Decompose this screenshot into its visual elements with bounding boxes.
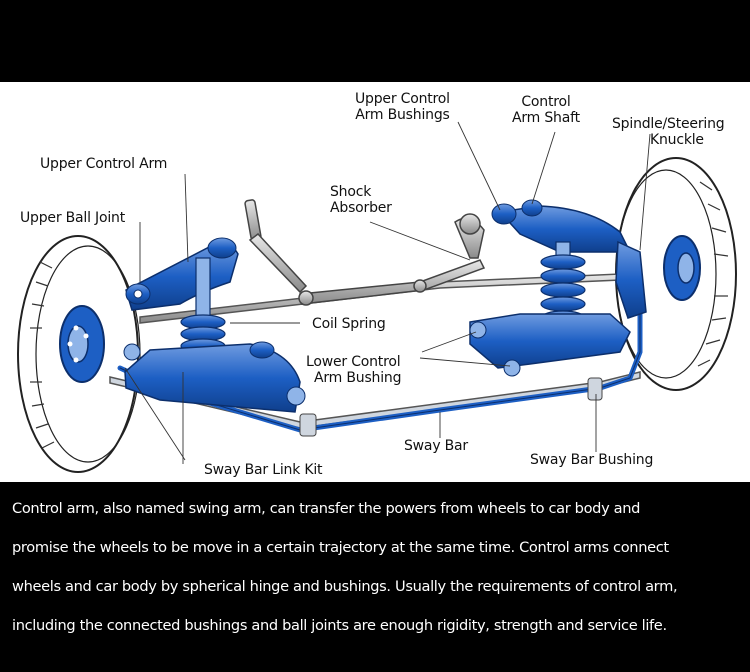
steering-linkage [244, 199, 486, 306]
label-upper-control-arm-bushings: Upper Control Arm Bushings [355, 91, 450, 123]
label-upper-control-arm-bushings-line1: Upper Control [355, 91, 450, 107]
lower-control-arm-left [123, 341, 306, 413]
coil-spring-right [540, 241, 586, 333]
label-sway-bar-link-kit: Sway Bar Link Kit [204, 462, 323, 478]
label-shock-absorber-line2: Absorber [330, 200, 392, 216]
caption-line-4: including the connected bushings and bal… [12, 617, 667, 634]
label-control-arm-shaft: Control Arm Shaft [512, 94, 580, 126]
caption-panel: Control arm, also named swing arm, can t… [0, 482, 750, 672]
label-shock-absorber-line1: Shock [330, 184, 372, 200]
label-lower-control-arm-bushing-line2: Arm Bushing [314, 370, 402, 386]
label-control-arm-shaft-line2: Arm Shaft [512, 110, 580, 126]
label-shock-absorber: Shock Absorber [330, 184, 392, 216]
label-spindle-steering-knuckle-line2: Knuckle [650, 132, 704, 148]
sway-bar-bushing-shape [587, 377, 603, 401]
label-lower-control-arm-bushing-line1: Lower Control [306, 354, 401, 370]
label-upper-control-arm: Upper Control Arm [40, 156, 168, 172]
caption-line-3: wheels and car body by spherical hinge a… [12, 578, 678, 595]
lower-control-arm-right [469, 313, 631, 377]
upper-control-arm-left [125, 237, 239, 311]
suspension-diagram: Upper Control Arm Bushings Control Arm S… [0, 82, 750, 482]
label-sway-bar: Sway Bar [404, 438, 468, 454]
label-control-arm-shaft-line1: Control [521, 94, 571, 110]
label-upper-ball-joint: Upper Ball Joint [20, 210, 125, 226]
suspension-illustration [17, 121, 737, 473]
label-sway-bar-bushing: Sway Bar Bushing [530, 452, 654, 468]
label-coil-spring: Coil Spring [312, 316, 386, 332]
sway-bar-mount [299, 413, 317, 437]
top-black-band [0, 0, 750, 82]
caption-line-2: promise the wheels to be move in a certa… [12, 539, 669, 556]
steering-knuckle-shape [615, 240, 647, 319]
caption-line-1: Control arm, also named swing arm, can t… [12, 500, 641, 517]
label-upper-control-arm-bushings-line2: Arm Bushings [355, 107, 450, 123]
label-lower-control-arm-bushing: Lower Control Arm Bushing [306, 354, 401, 386]
label-spindle-steering-knuckle: Spindle/Steering Knuckle [612, 116, 725, 148]
right-wheel [615, 157, 737, 391]
left-wheel [17, 235, 141, 473]
leader-lines [124, 121, 651, 464]
label-spindle-steering-knuckle-line1: Spindle/Steering [612, 116, 725, 132]
